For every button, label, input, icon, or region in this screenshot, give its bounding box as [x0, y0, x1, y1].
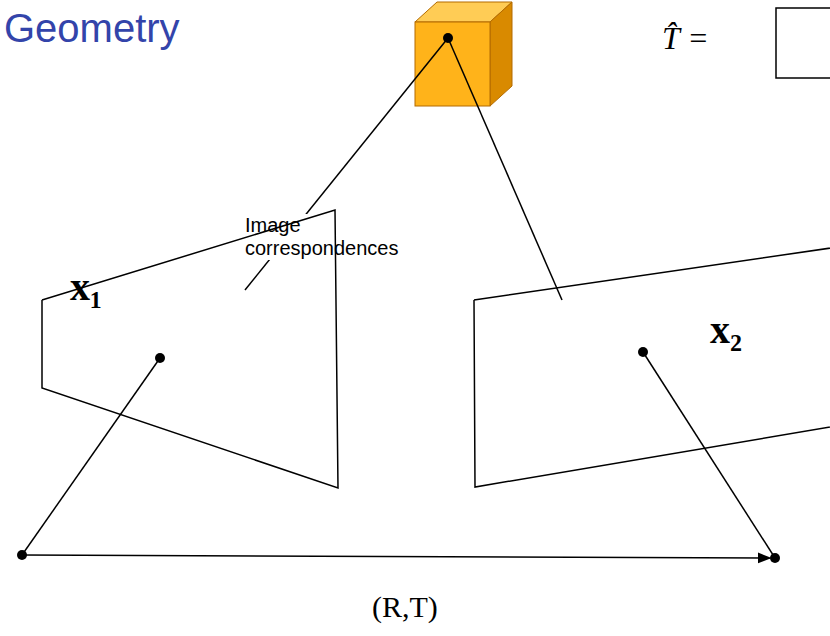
- image-plane: x₁: [40, 208, 340, 490]
- plane-border: [474, 242, 830, 487]
- scene-point: [443, 33, 453, 43]
- motion-label: (R,T): [372, 590, 438, 625]
- image-point: [155, 353, 165, 363]
- ray-label: Image correspondences: [243, 214, 407, 260]
- matrix-box: [776, 8, 830, 78]
- slide-title: Geometry: [4, 6, 180, 51]
- image-point-label: x₁: [70, 263, 102, 310]
- image-point-label: x₂: [710, 306, 742, 353]
- image-point: [638, 347, 648, 357]
- baseline-arrow: [22, 555, 770, 558]
- plane-border: [42, 210, 338, 488]
- camera-center: [770, 553, 780, 563]
- camera-center: [17, 550, 27, 560]
- ray: [448, 38, 562, 300]
- cube: [415, 2, 512, 106]
- matrix-label: T̂ =: [662, 20, 709, 57]
- plane-outline: [40, 208, 340, 490]
- image-plane: x₂: [472, 240, 830, 490]
- plane-outline: [472, 240, 830, 490]
